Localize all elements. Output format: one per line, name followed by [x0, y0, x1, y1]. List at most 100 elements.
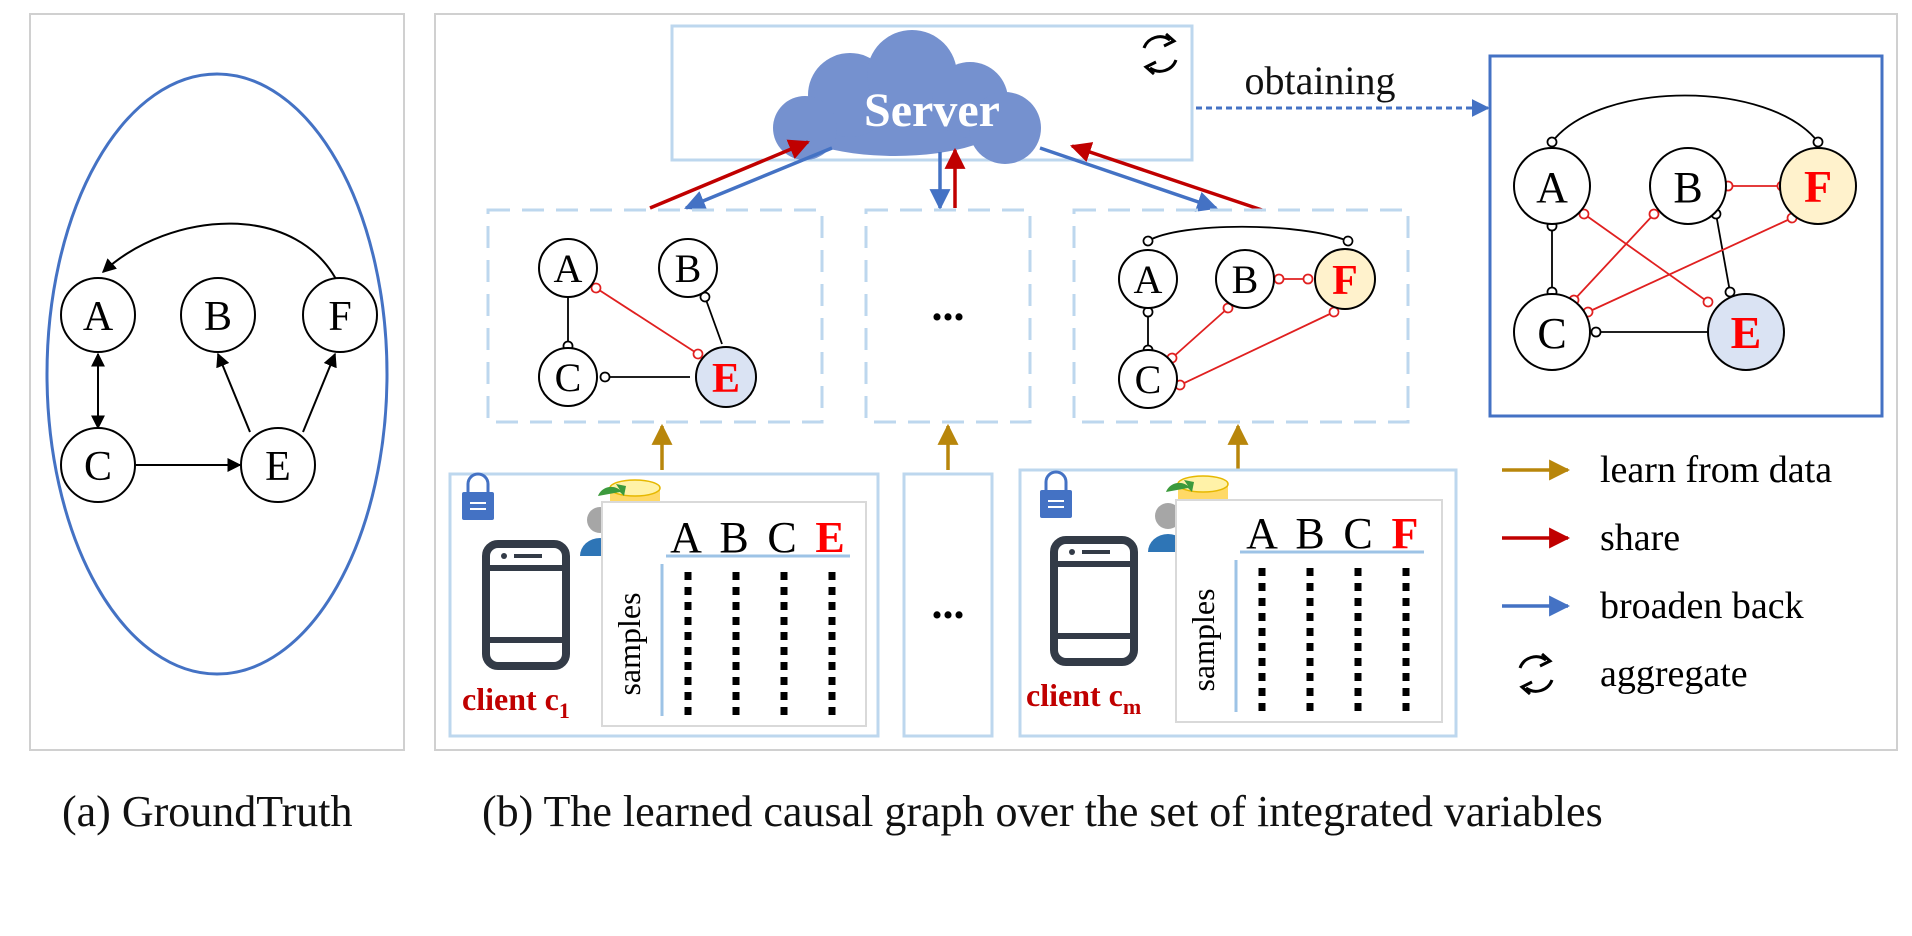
- result-graph-box: [1488, 54, 1884, 418]
- server-cloud: Server: [773, 30, 1041, 164]
- gt-node-b: B: [180, 277, 256, 353]
- c1-edge-a-e: [590, 282, 704, 360]
- r-edge-f-c: [1582, 212, 1798, 318]
- cm-node-a-label: A: [1134, 257, 1163, 302]
- cm-sample-dots: [1258, 568, 1410, 712]
- server-label: Server: [864, 84, 1000, 137]
- legend-item-learn: learn from data: [1502, 449, 1832, 491]
- c1-node-c: C: [538, 347, 598, 407]
- caption-b: (b) The learned causal graph over the se…: [482, 787, 1603, 836]
- client1-panel: A B C E samples client c1: [448, 472, 880, 738]
- panel-b: Server obtaining A B: [434, 13, 1898, 751]
- r-node-b-label: B: [1673, 163, 1702, 212]
- c1-node-a: A: [538, 238, 598, 298]
- c1-node-c-label: C: [555, 355, 582, 400]
- legend: learn from data share broaden back aggre…: [1502, 449, 1832, 696]
- cm-node-b-label: B: [1232, 257, 1259, 302]
- caption-a: (a) GroundTruth: [62, 787, 353, 836]
- edge-e-b: [216, 352, 251, 433]
- cm-node-f: F: [1314, 248, 1376, 310]
- gt-node-f-label: F: [328, 294, 351, 340]
- r-node-a-label: A: [1536, 163, 1568, 212]
- panel-b-frame: [434, 13, 1898, 751]
- r-node-a: A: [1513, 147, 1591, 225]
- server-box: [670, 24, 1194, 162]
- c1-node-a-label: A: [554, 246, 583, 291]
- client1-label: client c1: [462, 681, 570, 723]
- cm-node-c: C: [1118, 349, 1178, 409]
- cm-node-a: A: [1118, 249, 1178, 309]
- cm-node-c-label: C: [1135, 357, 1162, 402]
- clientm-graph-box: [1072, 208, 1410, 424]
- r-node-c: C: [1513, 293, 1591, 371]
- c1-node-e: E: [695, 346, 757, 408]
- legend-label-share: share: [1600, 517, 1680, 559]
- r-node-e: E: [1707, 293, 1785, 371]
- refresh-icon: [1518, 652, 1554, 696]
- legend-label-broaden: broaden back: [1600, 585, 1804, 627]
- cm-col-c: C: [1343, 509, 1372, 558]
- lock-icon: [1040, 470, 1072, 518]
- cm-edge-f-c: [1174, 306, 1340, 391]
- cm-samples-label: samples: [1185, 588, 1221, 691]
- gt-node-e-label: E: [265, 444, 291, 490]
- c1-col-e: E: [815, 513, 844, 562]
- lock-icon: [462, 472, 494, 520]
- panel-a: A B F C E: [29, 13, 405, 751]
- client1-data-table: [601, 501, 867, 727]
- obtaining-label: obtaining: [1244, 58, 1395, 103]
- clientm-label-main: client c: [1026, 677, 1123, 713]
- gt-node-b-label: B: [204, 294, 232, 340]
- legend-label-learn: learn from data: [1600, 449, 1832, 491]
- r-node-c-label: C: [1537, 309, 1566, 358]
- gt-node-c: C: [60, 427, 136, 503]
- legend-item-broaden: broaden back: [1502, 585, 1804, 627]
- groundtruth-ellipse: [45, 72, 389, 676]
- gt-node-a: A: [60, 277, 136, 353]
- gt-node-a-label: A: [83, 294, 114, 340]
- middle-client-ellipsis: ...: [932, 579, 965, 628]
- panel-a-frame: [29, 13, 405, 751]
- c1-node-b: B: [658, 238, 718, 298]
- c1-node-e-label: E: [712, 356, 740, 402]
- client1-graph-box: [486, 208, 824, 424]
- client1-box: [448, 472, 880, 738]
- clientm-data-table: [1175, 499, 1443, 723]
- legend-label-aggregate: aggregate: [1600, 653, 1748, 695]
- legend-item-share: share: [1502, 517, 1680, 559]
- client1-label-main: client c: [462, 681, 559, 717]
- middle-client-box: [902, 472, 994, 738]
- c1-col-b: B: [719, 513, 748, 562]
- clientm-label: client cm: [1026, 677, 1141, 719]
- figure: A B F C E Server: [29, 13, 1898, 751]
- gt-node-e: E: [240, 427, 316, 503]
- broaden-arrow-client1: [684, 146, 833, 211]
- gt-node-c-label: C: [84, 444, 112, 490]
- c1-samples-label: samples: [611, 592, 647, 695]
- cm-edge-b-c: [1166, 302, 1234, 364]
- legend-item-aggregate: aggregate: [1518, 652, 1748, 696]
- gt-node-f: F: [302, 277, 378, 353]
- r-edge-a-f: [1546, 94, 1824, 148]
- cm-node-f-label: F: [1332, 258, 1358, 304]
- middle-graph-box: [864, 208, 1032, 424]
- clientm-panel: A B C F samples client cm: [1018, 468, 1458, 738]
- cm-edge-a-f: [1142, 225, 1354, 247]
- c1-sample-dots: [684, 572, 836, 716]
- phone-icon: [1050, 536, 1138, 666]
- cm-col-a: A: [1246, 509, 1278, 558]
- client1-label-sub: 1: [559, 698, 570, 723]
- c1-node-b-label: B: [675, 246, 702, 291]
- c1-edge-b-e: [699, 291, 723, 345]
- clientm-box: [1018, 468, 1458, 738]
- phone-icon: [482, 540, 570, 670]
- middle-graph-ellipsis: ...: [932, 281, 965, 330]
- share-arrow-clientm: [1070, 142, 1263, 212]
- result-graph: A B F C E: [1488, 54, 1884, 418]
- r-node-f-label: F: [1804, 161, 1832, 212]
- r-edge-a-e: [1578, 208, 1714, 308]
- r-node-b: B: [1649, 147, 1727, 225]
- broaden-arrow-clientm: [1039, 146, 1218, 212]
- cm-col-b: B: [1295, 509, 1324, 558]
- share-arrow-client1: [649, 139, 810, 210]
